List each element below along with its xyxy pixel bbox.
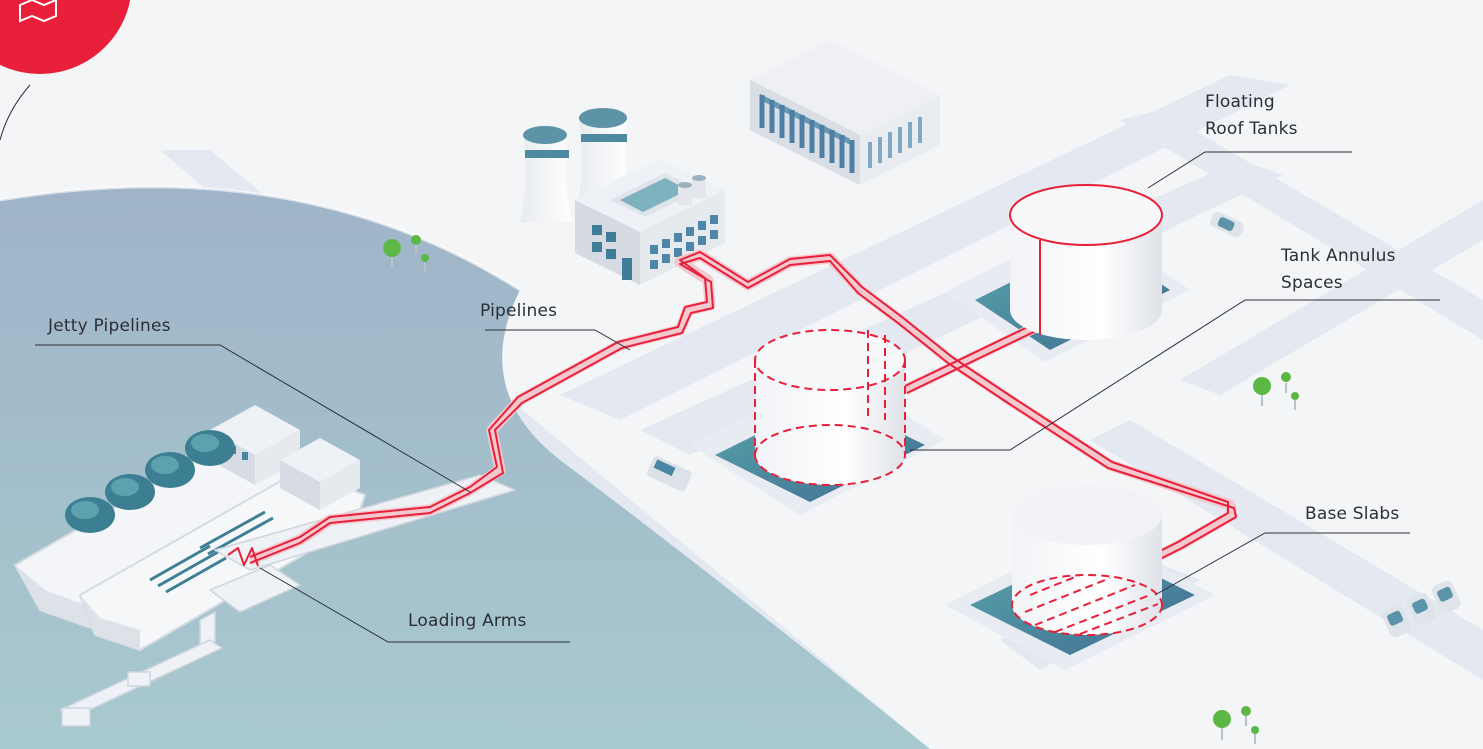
office-building-illustration <box>750 40 940 185</box>
label-floating-roof-tanks-line2: Roof Tanks <box>1205 119 1298 139</box>
water <box>0 186 930 749</box>
map-icon <box>0 0 131 141</box>
floating-roof-tank <box>1009 184 1163 340</box>
label-pipelines: Pipelines <box>480 301 558 321</box>
oil-tanker-ship <box>78 438 367 652</box>
base-slab-tank <box>1011 485 1163 636</box>
trees <box>383 235 1299 744</box>
label-jetty-pipelines: Jetty Pipelines <box>48 316 171 336</box>
vehicles <box>647 211 1461 638</box>
label-loading-arms: Loading Arms <box>408 611 527 631</box>
label-floating-roof-tanks-line1: Floating <box>1205 92 1275 112</box>
pipelines-network <box>227 249 1238 567</box>
label-base-slabs: Base Slabs <box>1305 504 1400 524</box>
tank-annulus-spaces-tank <box>754 329 906 486</box>
label-tank-annulus-spaces-line1: Tank Annulus <box>1281 246 1396 266</box>
leader-lines <box>35 151 1440 643</box>
label-tank-annulus-spaces: Tank Annulus Spaces <box>1281 243 1396 297</box>
label-tank-annulus-spaces-line2: Spaces <box>1281 273 1343 293</box>
power-plant-illustration <box>520 108 725 285</box>
label-floating-roof-tanks: Floating Roof Tanks <box>1205 89 1298 143</box>
